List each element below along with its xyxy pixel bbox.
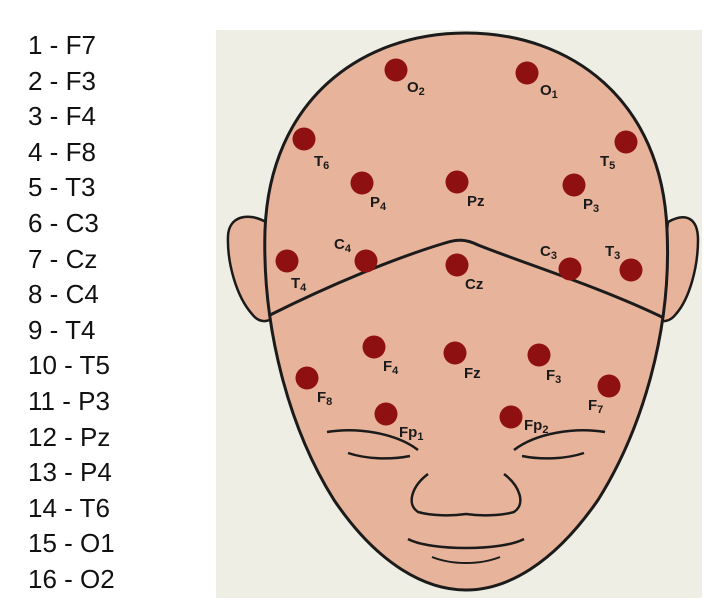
electrode-dot [351, 172, 374, 195]
electrode-label: Fz [464, 365, 481, 382]
electrode-dot [446, 171, 469, 194]
head-outline [265, 33, 668, 590]
electrode-dot [446, 254, 469, 277]
electrode-dot [559, 258, 582, 281]
electrode-label: Pz [467, 193, 485, 210]
electrode-dot [500, 406, 523, 429]
electrode-dot [363, 336, 386, 359]
head-illustration [228, 33, 698, 590]
electrode-dot [444, 342, 467, 365]
electrode-dot [563, 174, 586, 197]
electrode-dot [385, 59, 408, 82]
electrode-dot [516, 62, 539, 85]
electrode-label: Cz [465, 276, 483, 293]
electrode-dot [598, 375, 621, 398]
electrode-dot [528, 344, 551, 367]
electrode-dot [276, 250, 299, 273]
electrode-dot [375, 403, 398, 426]
electrode-dot [296, 367, 319, 390]
electrode-dot [293, 128, 316, 151]
electrode-dot [615, 131, 638, 154]
electrode-dot [620, 259, 643, 282]
electrode-dot [355, 250, 378, 273]
